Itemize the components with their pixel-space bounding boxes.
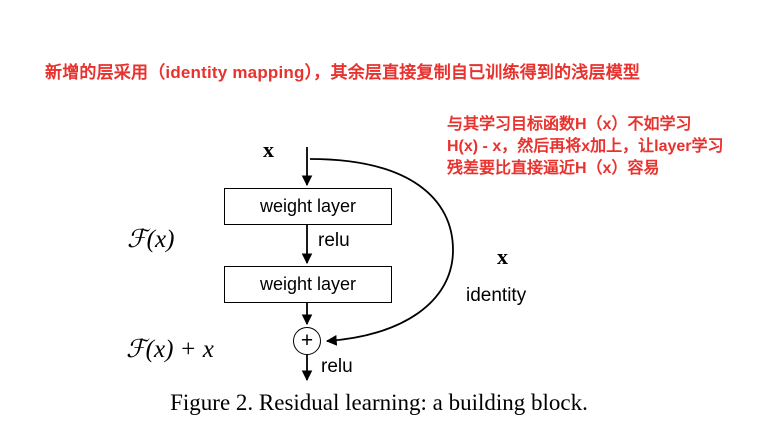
annotation-side-line1: 与其学习目标函数H（x）不如学习	[447, 116, 692, 133]
figure-caption: Figure 2. Residual learning: a building …	[170, 390, 588, 415]
annotation-side-note: 与其学习目标函数H（x）不如学习 H(x) - x，然后再将x加上，让layer…	[447, 114, 724, 180]
sum-node: +	[293, 327, 321, 355]
relu-1-label: relu	[318, 230, 350, 251]
plus-icon: +	[300, 329, 314, 352]
weight-layer-1-box: weight layer	[224, 188, 392, 225]
identity-x-label: x	[497, 244, 508, 269]
identity-label: identity	[466, 285, 527, 306]
weight-layer-1-label: weight layer	[259, 196, 357, 216]
relu-2-label: relu	[321, 356, 353, 377]
sum-output-label: ℱ(x) + x	[126, 336, 214, 363]
residual-function-label: ℱ(x)	[127, 226, 175, 253]
identity-skip-curve	[309, 158, 454, 346]
annotation-side-line2: H(x) - x，然后再将x加上，让layer学习	[447, 138, 724, 155]
weight-layer-2-box: weight layer	[224, 266, 392, 303]
annotation-top-note: 新增的层采用（identity mapping），其余层直接复制自已训练得到的浅…	[45, 63, 641, 82]
weight-layer-2-label: weight layer	[259, 274, 357, 294]
annotation-side-line3: 残差要比直接逼近H（x）容易	[447, 160, 660, 177]
input-x-label: x	[263, 137, 274, 162]
